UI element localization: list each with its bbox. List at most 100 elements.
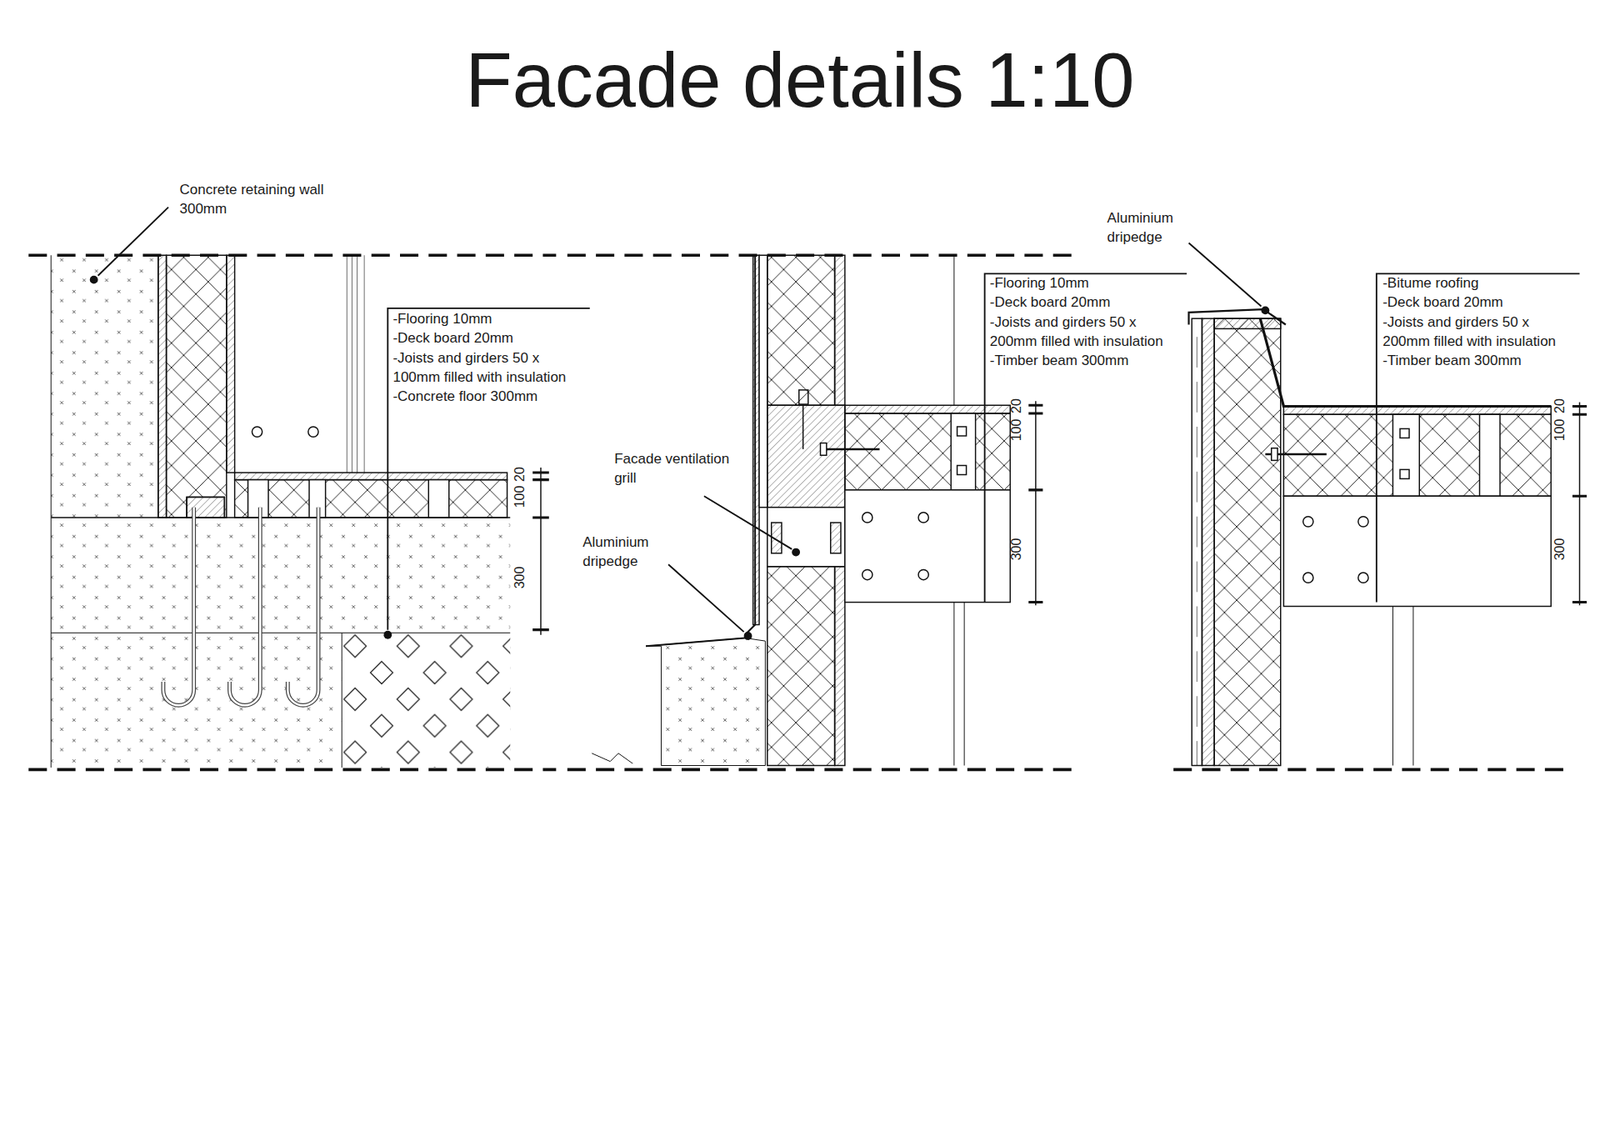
vent-box	[767, 507, 845, 567]
insulation	[767, 566, 835, 766]
joist-fixing	[1400, 428, 1410, 438]
joist	[428, 480, 449, 518]
leader-line	[90, 207, 590, 640]
dimension-line	[1028, 400, 1043, 605]
batten	[1201, 318, 1215, 765]
drip-edge	[1189, 309, 1286, 325]
bolt-hole	[1358, 516, 1369, 527]
leader-line	[1376, 273, 1580, 602]
callout-text: -Deck board 20mm	[1382, 292, 1504, 312]
slab-edge	[341, 632, 343, 768]
anchor-rebar	[230, 507, 261, 706]
leader-line	[985, 273, 1187, 602]
anchor-rebar	[287, 507, 319, 706]
dimension-value: 300	[1552, 537, 1568, 560]
rim-beam	[767, 405, 845, 507]
wall-lining	[835, 255, 845, 405]
parapet-cap	[1214, 318, 1281, 329]
post-line	[1392, 605, 1413, 765]
wall-lining	[226, 255, 235, 473]
leader-line	[387, 308, 590, 630]
cut-line	[567, 768, 1072, 772]
dimension-value: 20	[512, 466, 528, 482]
deck-board	[1283, 405, 1551, 415]
bolt-hole	[918, 569, 929, 580]
callout-text: -Deck board 20mm	[392, 328, 514, 348]
leader-line	[1260, 305, 1270, 315]
callout-text: -Deck board 20mm	[990, 292, 1111, 312]
gravel-bed	[341, 632, 510, 768]
joist-fixing	[1400, 469, 1410, 479]
concrete-wall	[50, 255, 159, 518]
membrane	[158, 255, 167, 518]
wall-edge	[50, 255, 52, 768]
vent-block	[830, 522, 841, 554]
bolt-hole	[862, 569, 873, 580]
leader-line	[668, 564, 745, 632]
joist	[248, 480, 269, 518]
leader-line	[668, 273, 1187, 640]
leader-line	[744, 631, 753, 640]
dimension-value: 300	[1009, 537, 1025, 560]
dimension-value: 100	[512, 485, 528, 509]
dimension-line	[1579, 402, 1580, 606]
callout-text: -Joists and girders 50 x 100mm filled wi…	[392, 348, 572, 387]
bolt-hole	[862, 512, 873, 523]
dimension-line	[1572, 405, 1587, 602]
joist-layer	[235, 480, 508, 518]
floor-junction-detail	[567, 255, 1187, 770]
insulation	[1214, 318, 1281, 765]
anchor-bolt	[799, 390, 809, 405]
leader-line	[90, 275, 99, 285]
leader-line	[791, 548, 800, 557]
anchor-rebar	[163, 507, 319, 706]
joist	[1480, 414, 1500, 496]
callout-text: -Flooring 10mm	[990, 273, 1090, 293]
cladding	[753, 255, 760, 625]
leader-line	[704, 495, 792, 550]
dimension-value: 100	[1009, 418, 1025, 441]
dimension-line	[532, 472, 550, 630]
callout-text: -Timber beam 300mm	[1382, 350, 1522, 370]
cut-line	[567, 255, 1072, 770]
dimension-line	[1028, 405, 1043, 602]
cut-line	[1173, 768, 1566, 772]
dimension-value: 100	[1552, 418, 1568, 441]
anchor-rebar	[163, 507, 195, 706]
callout-text: -Joists and girders 50 x 200mm filled wi…	[990, 312, 1170, 351]
joist	[1392, 414, 1420, 496]
callout-text: -Flooring 10mm	[392, 309, 492, 329]
cut-line	[1173, 768, 1566, 772]
slab-edge	[50, 516, 510, 518]
bolt-hole	[1358, 572, 1369, 583]
dimension-line	[532, 467, 550, 635]
callout-text: Facade ventilation grill	[614, 449, 740, 488]
leader-line	[383, 630, 392, 640]
dimension-line	[1035, 400, 1036, 605]
drip-edge	[745, 255, 755, 635]
anchor-bolt	[820, 443, 826, 456]
dimension-value: 20	[1009, 398, 1025, 414]
anchor-rebar	[230, 507, 261, 706]
dimension-line	[540, 467, 541, 635]
insulation	[166, 255, 227, 518]
anchor-bolt	[802, 404, 804, 450]
post-line	[954, 255, 965, 765]
basement-detail	[28, 207, 590, 770]
cladding	[1196, 336, 1198, 765]
concrete-plinth	[645, 637, 765, 765]
flooring	[235, 472, 508, 480]
leader-line	[1189, 243, 1262, 307]
callout-text: -Joists and girders 50 x 200mm filled wi…	[1382, 312, 1562, 351]
anchor-rebar	[163, 507, 195, 706]
cut-line	[28, 768, 556, 772]
insulation	[767, 255, 835, 405]
anchor-bolt	[799, 390, 880, 455]
anchor-rebar	[287, 507, 319, 706]
bolt-hole	[308, 426, 319, 437]
leader-line	[98, 207, 169, 276]
break-mark	[591, 753, 633, 764]
concrete-slab	[50, 517, 510, 768]
